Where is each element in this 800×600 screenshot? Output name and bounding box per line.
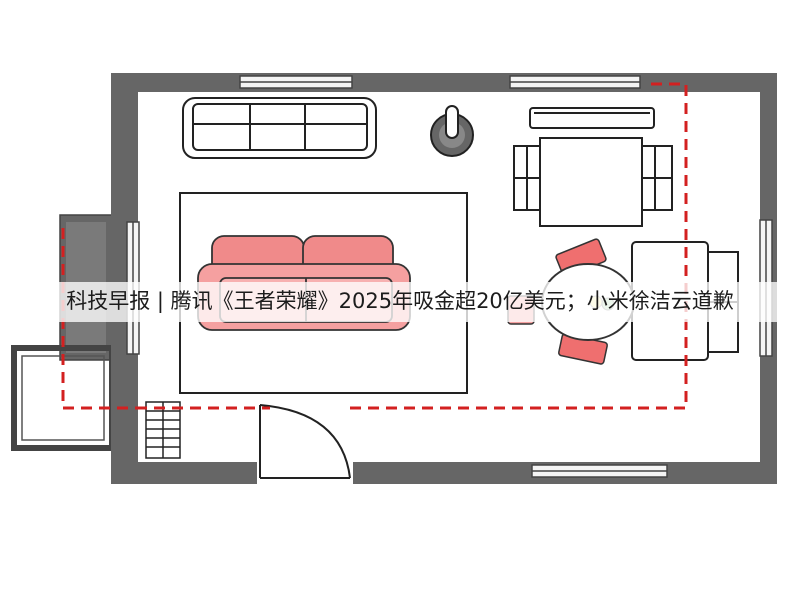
headline: 科技早报 | 腾讯《王者荣耀》2025年吸金超20亿美元；小米徐洁云道歉 (66, 289, 734, 313)
dining-table (513, 137, 673, 227)
lamp (430, 105, 474, 157)
door (259, 404, 351, 479)
stairs (145, 401, 181, 459)
shelf (529, 107, 655, 129)
caption-band (0, 282, 800, 322)
sofa-3-seat (182, 97, 377, 159)
